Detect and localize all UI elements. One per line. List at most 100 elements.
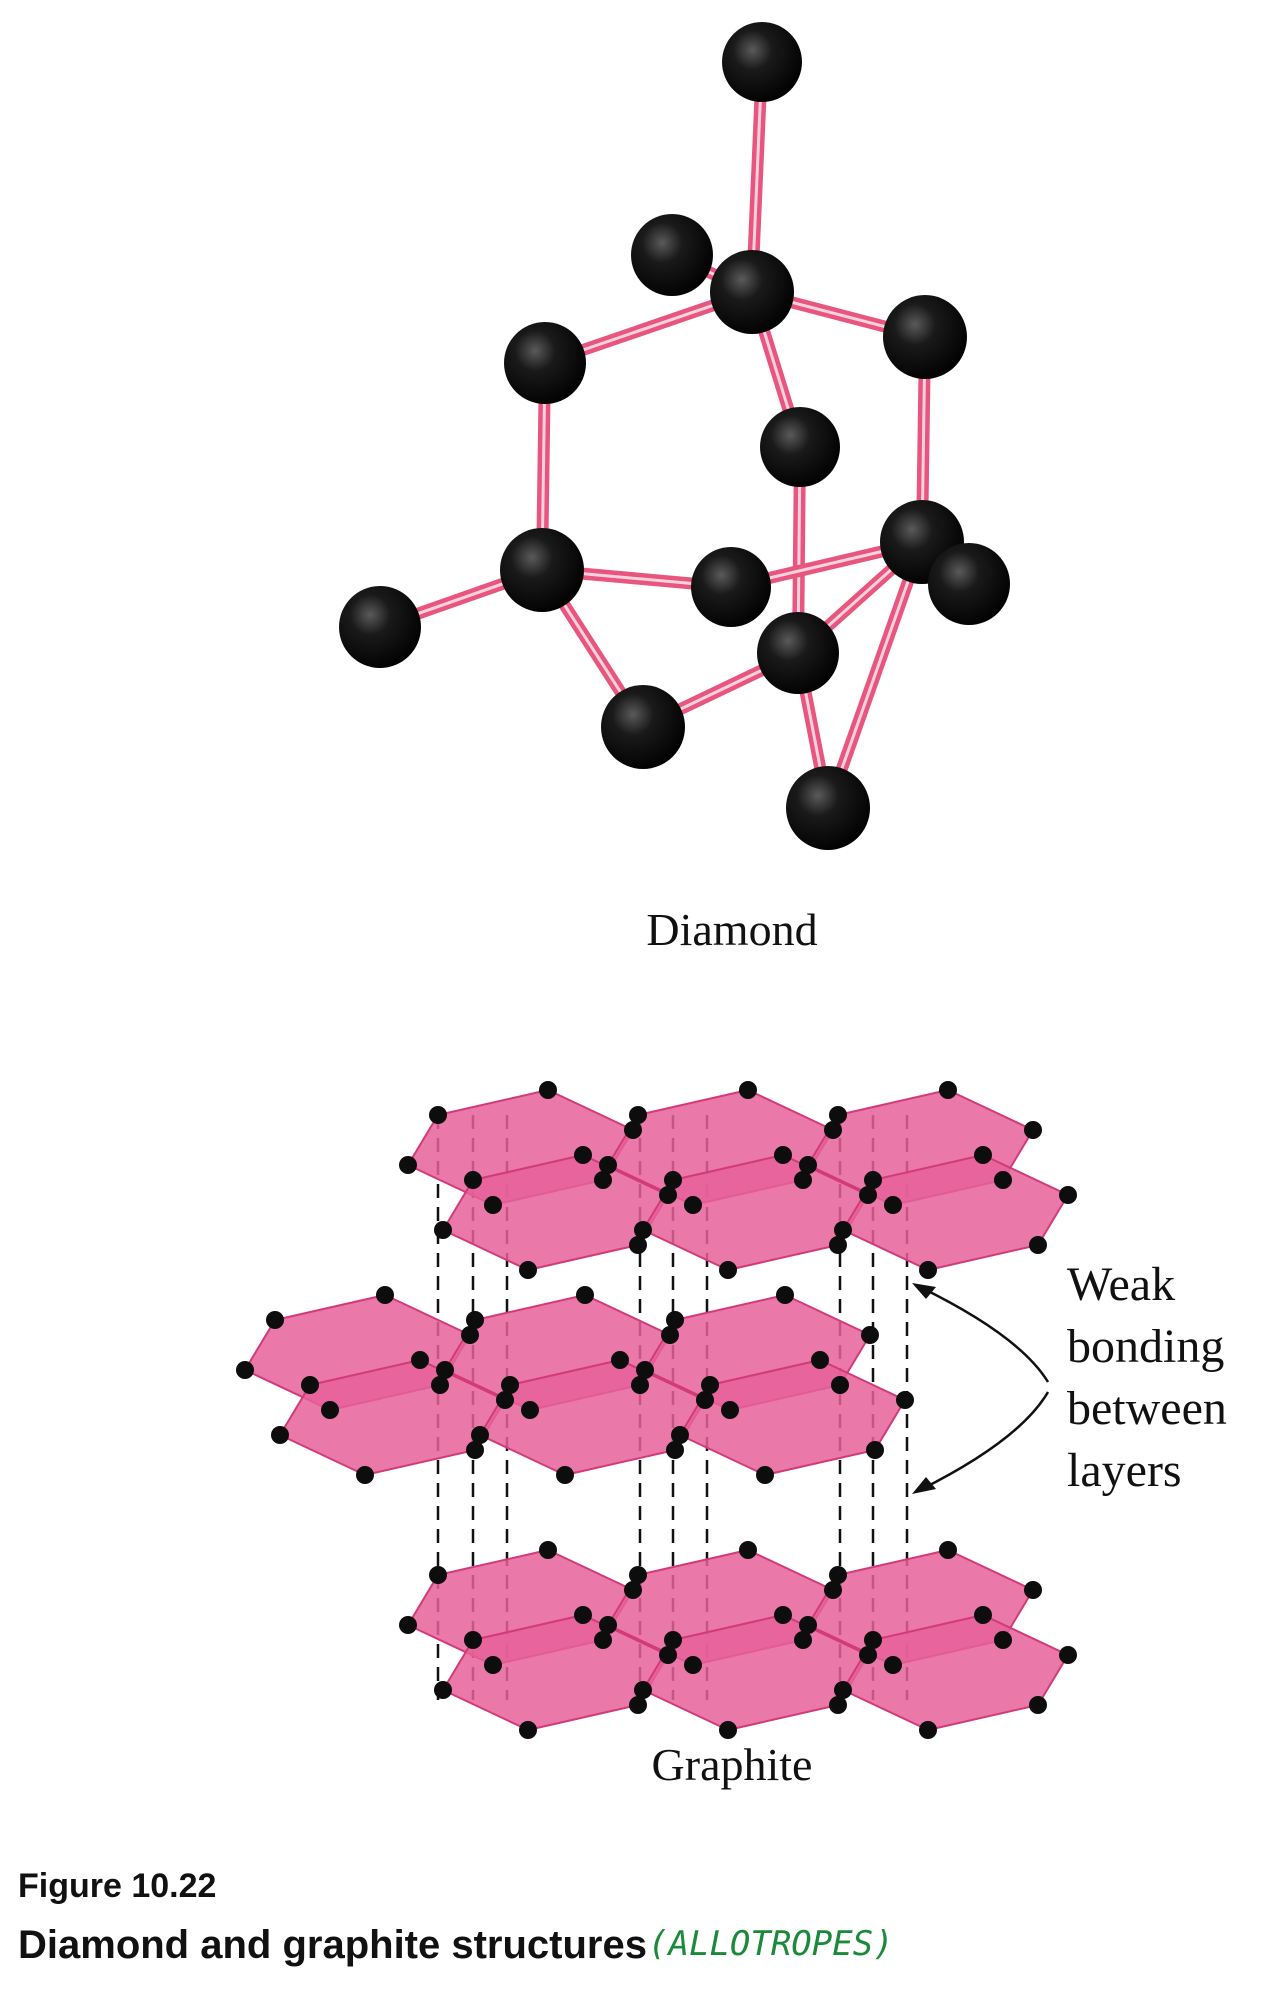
carbon-atom [710,250,794,334]
graphite-atom [574,1606,592,1624]
carbon-atom [757,612,839,694]
graphite-atom [436,1361,454,1379]
graphite-atom [1024,1121,1042,1139]
graphite-atom [539,1541,557,1559]
graphite-atom [461,1326,479,1344]
graphite-atom [434,1221,452,1239]
graphite-atom [701,1376,719,1394]
carbon-atom [500,528,584,612]
graphite-atom [321,1401,339,1419]
graphite-atom [824,1121,842,1139]
graphite-atom [576,1286,594,1304]
annotation-line-1: Weak [1067,1258,1175,1311]
graphite-atom [629,1236,647,1254]
graphite-atom [659,1646,677,1664]
graphite-atom [594,1171,612,1189]
graphite-atom [519,1261,537,1279]
graphite-atom [496,1391,514,1409]
graphite-atom [719,1721,737,1739]
graphite-atom [666,1311,684,1329]
graphite-atom [624,1581,642,1599]
graphite-atom [659,1186,677,1204]
carbon-atom [691,547,771,627]
graphite-atom [236,1361,254,1379]
graphite-atom [939,1081,957,1099]
graphite-atom [266,1311,284,1329]
graphite-atom [1024,1581,1042,1599]
graphite-atom [301,1376,319,1394]
graphite-atom [484,1196,502,1214]
weak-bonding-arrows [912,1283,1050,1494]
graphite-atom [794,1631,812,1649]
graphite-atom [661,1326,679,1344]
graphite-atom [919,1261,937,1279]
graphite-atom [834,1681,852,1699]
graphite-atom [411,1351,429,1369]
graphite-atom [861,1326,879,1344]
graphite-atom [624,1121,642,1139]
graphite-atom [431,1376,449,1394]
graphite-atom [399,1616,417,1634]
graphite-atom [464,1631,482,1649]
graphite-atom [896,1391,914,1409]
carbon-atom [339,586,421,668]
graphite-atom [466,1311,484,1329]
graphite-atom [611,1351,629,1369]
graphite-atom [859,1646,877,1664]
graphite-atom [994,1171,1012,1189]
graphite-atom [864,1171,882,1189]
carbon-atom [760,407,840,487]
graphite-atom [1029,1696,1047,1714]
handwritten-note: (ALLOTROPES) [648,1924,894,1964]
graphite-atom [824,1581,842,1599]
graphite-atom [636,1361,654,1379]
graphite-atom [574,1146,592,1164]
graphite-atom [429,1566,447,1584]
figure-number: Figure 10.22 [18,1867,216,1905]
graphite-atom [599,1616,617,1634]
graphite-atom [774,1146,792,1164]
graphite-atom [1059,1646,1077,1664]
graphite-atom [629,1696,647,1714]
graphite-atom [829,1566,847,1584]
graphite-atom [866,1441,884,1459]
graphite-atom [756,1466,774,1484]
carbon-atom [601,685,685,769]
graphite-atom [829,1696,847,1714]
graphite-atom [774,1606,792,1624]
graphite-atom [629,1106,647,1124]
graphite-atom [776,1286,794,1304]
graphite-atom [799,1616,817,1634]
graphite-atom [1059,1186,1077,1204]
annotation-line-2: bonding [1067,1320,1224,1373]
graphite-atom [671,1426,689,1444]
graphite-atom [974,1146,992,1164]
carbon-atom [722,22,802,102]
graphite-atom [466,1441,484,1459]
graphite-atom [539,1081,557,1099]
graphite-atom [719,1261,737,1279]
graphite-atom [739,1541,757,1559]
graphite-atom [599,1156,617,1174]
graphite-atom [829,1236,847,1254]
carbon-atom [631,214,713,296]
graphite-atom [721,1401,739,1419]
carbon-atom [504,322,586,404]
graphite-atom [919,1721,937,1739]
graphite-atom [484,1656,502,1674]
graphite-atom [434,1681,452,1699]
graphite-atom [399,1156,417,1174]
graphite-atom [684,1196,702,1214]
graphite-atom [519,1721,537,1739]
graphite-atom [664,1171,682,1189]
graphite-atom [376,1286,394,1304]
graphite-atom [356,1466,374,1484]
graphite-atom [634,1681,652,1699]
graphite-atom [696,1391,714,1409]
graphite-atom [664,1631,682,1649]
graphite-atom [594,1631,612,1649]
graphite-atom [471,1426,489,1444]
graphite-atom [994,1631,1012,1649]
graphite-atom [631,1376,649,1394]
